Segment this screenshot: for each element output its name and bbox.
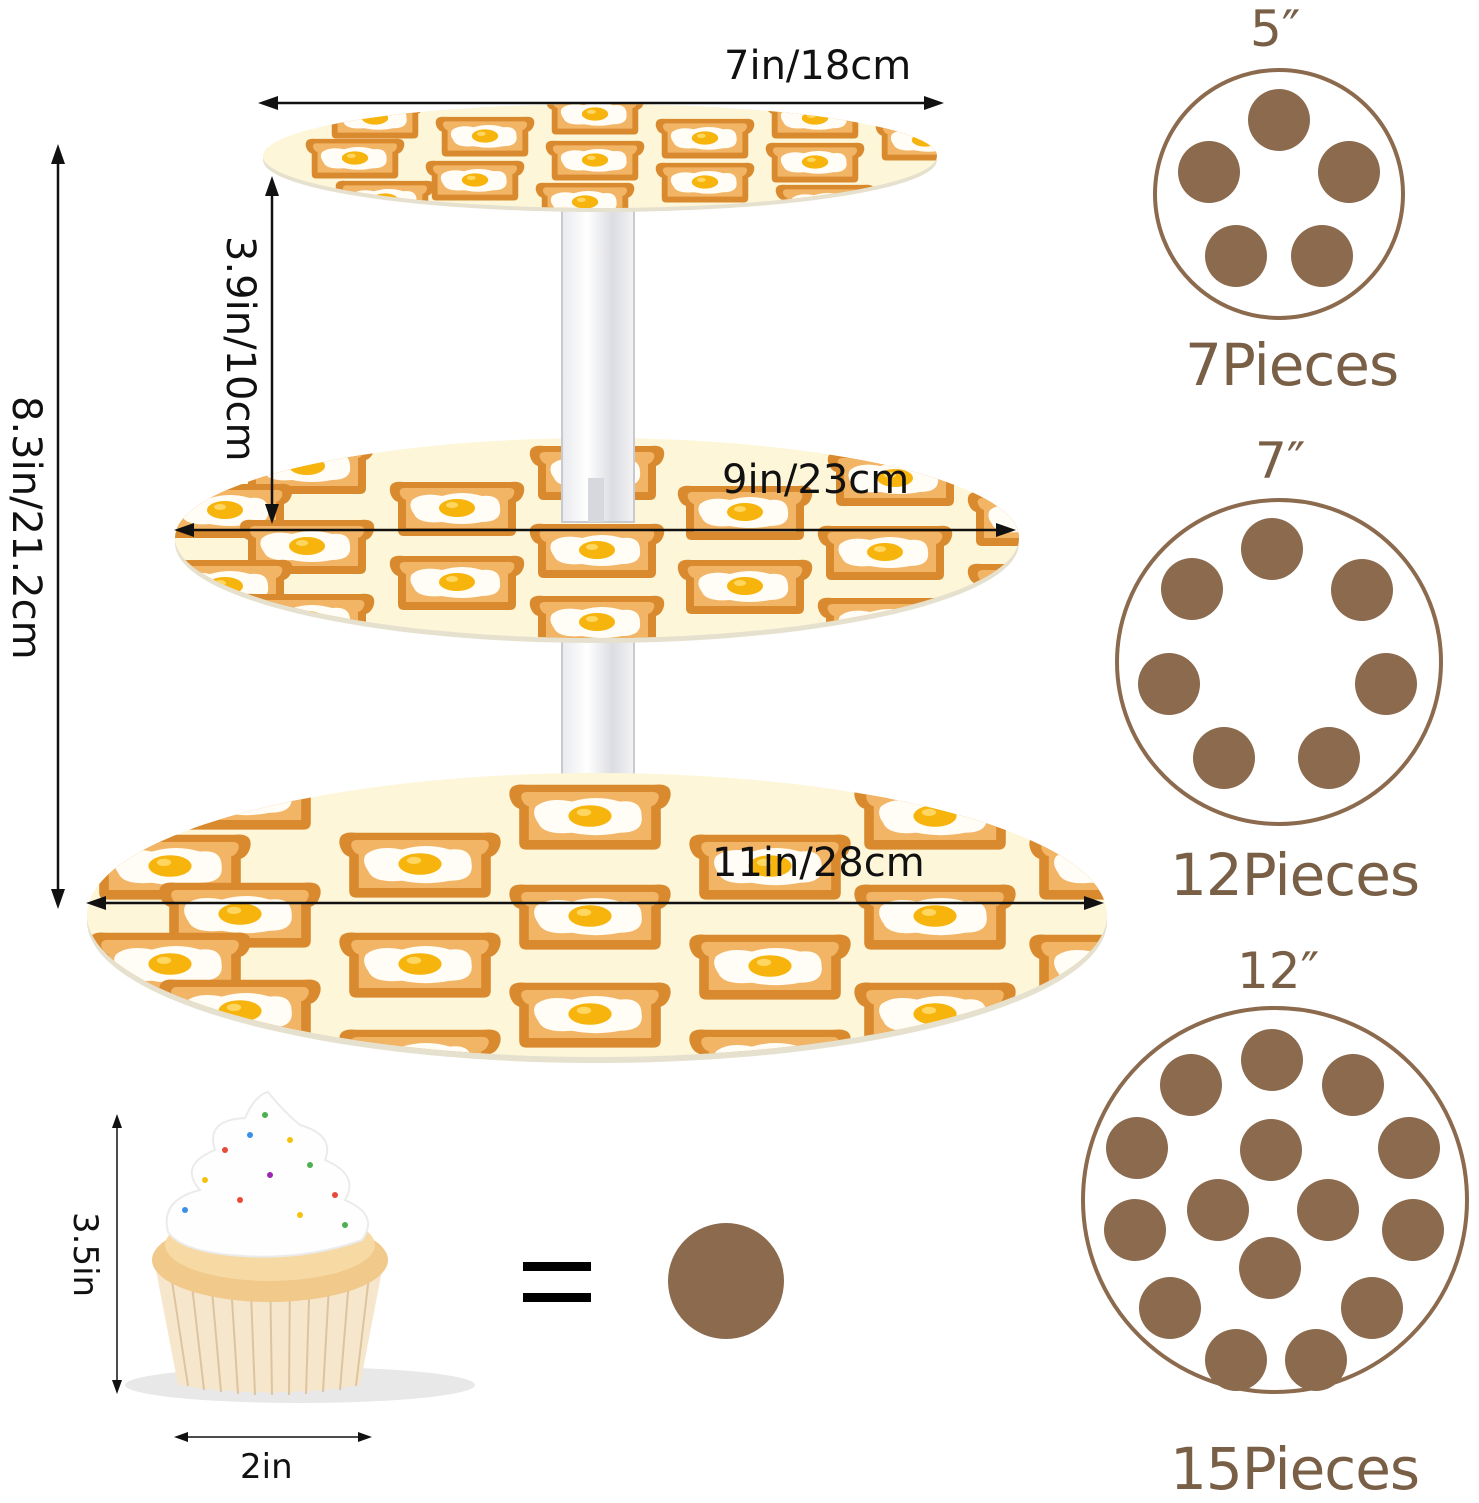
pieces-7-label: 7Pieces (1185, 331, 1399, 399)
total-height-label: 8.3in/21.2cm (3, 396, 49, 660)
cupcake-dot (1239, 1237, 1301, 1299)
equals-sign (523, 1262, 591, 1324)
cupcake-dot (1205, 1329, 1267, 1391)
cupcake-dot (1378, 1117, 1440, 1179)
middle-tier-width-label: 9in/23cm (722, 457, 910, 503)
cupcake-dot (1331, 559, 1393, 621)
cupcake-dot (1161, 558, 1223, 620)
cupcake-illustration (125, 1090, 475, 1403)
capacity-diagram-2 (1115, 498, 1443, 826)
cupcake-dot (1241, 1029, 1303, 1091)
cupcake-dot (1318, 141, 1380, 203)
plate-outline (1081, 1006, 1469, 1394)
cupcake-dot (1382, 1199, 1444, 1261)
pieces-15-label: 15Pieces (1170, 1435, 1420, 1503)
cupcake-dot (1355, 653, 1417, 715)
capacity-diagrams (1081, 68, 1469, 1394)
tier-spacing-label: 3.9in/10cm (217, 236, 263, 462)
cupcake-dot (1205, 225, 1267, 287)
cupcake-dot (1106, 1117, 1168, 1179)
plate-outline (1115, 498, 1443, 826)
bottom-tier-plate (87, 773, 1107, 1063)
cupcake-dot (1291, 225, 1353, 287)
capacity-diagram-3 (1081, 1006, 1469, 1394)
middle-tier-plate (175, 438, 1019, 643)
cupcake-dot (1240, 1119, 1302, 1181)
cupcake-dot (1193, 727, 1255, 789)
cupcake-dot (1139, 1277, 1201, 1339)
cupcake-dot (1187, 1179, 1249, 1241)
top-tier-plate (263, 104, 937, 212)
size-7-label: 7″ (1255, 432, 1306, 490)
cupcake-dot (1298, 727, 1360, 789)
cupcake-dot (1138, 653, 1200, 715)
cupcake-height-label: 3.5in (65, 1212, 105, 1298)
plate-outline (1153, 68, 1405, 320)
bottom-tier-width-label: 11in/28cm (712, 840, 925, 886)
cupcake-dot (1160, 1054, 1222, 1116)
capacity-diagram-1 (1153, 68, 1405, 320)
cupcake-dot (1297, 1179, 1359, 1241)
cupcake-dot (1341, 1277, 1403, 1339)
pieces-12-label: 12Pieces (1170, 841, 1420, 909)
cupcake-width-label: 2in (240, 1447, 293, 1487)
cupcake-dot (1178, 141, 1240, 203)
size-5-label: 5″ (1250, 0, 1301, 58)
cupcake-dot (1322, 1054, 1384, 1116)
single-cupcake-dot (668, 1223, 784, 1339)
top-tier-width-label: 7in/18cm (724, 43, 912, 89)
size-12-label: 12″ (1237, 942, 1320, 1000)
cupcake-dot (1104, 1199, 1166, 1261)
dimension-arrows (51, 96, 1104, 1442)
cupcake-dot (1248, 89, 1310, 151)
cupcake-dot (1241, 518, 1303, 580)
cupcake-dot (1285, 1329, 1347, 1391)
top-rod-upper (561, 199, 635, 523)
